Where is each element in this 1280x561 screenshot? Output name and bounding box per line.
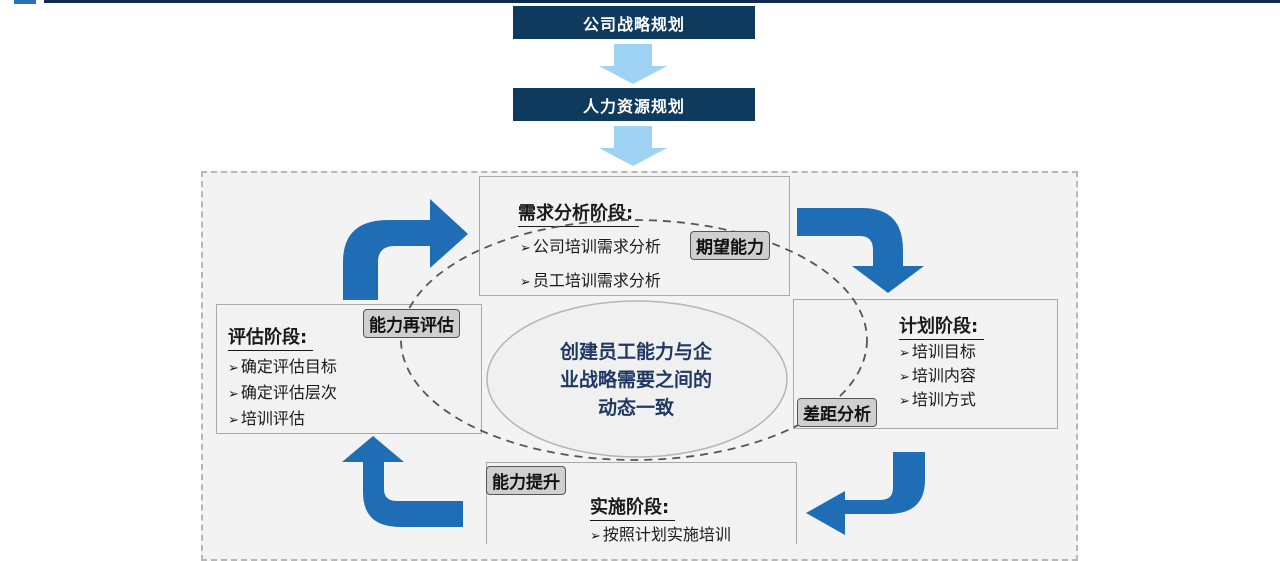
plan-stage-title: 计划阶段: xyxy=(899,312,985,340)
bullet-arrow-icon: ➢ xyxy=(228,413,239,428)
bullet-arrow-icon: ➢ xyxy=(228,361,239,376)
strategy-box: 公司战略规划 xyxy=(513,6,755,39)
evaluate-stage-item: ➢确定评估目标 xyxy=(228,357,337,376)
implement-stage-item: ➢按照计划实施培训 xyxy=(590,525,731,544)
center-statement: 创建员工能力与企 业战略需要之间的 动态一致 xyxy=(520,338,752,422)
plan-stage-item: ➢培训目标 xyxy=(899,342,976,361)
plan-stage-item: ➢培训内容 xyxy=(899,366,976,385)
gap-analysis-tag: 差距分析 xyxy=(797,398,877,427)
needs-stage-item: ➢公司培训需求分析 xyxy=(520,237,661,256)
cycle-arrow-needs-to-plan xyxy=(797,208,924,293)
needs-stage-item: ➢员工培训需求分析 xyxy=(520,271,661,290)
reevaluate-tag: 能力再评估 xyxy=(363,309,460,338)
center-line-3: 动态一致 xyxy=(597,397,674,419)
bullet-arrow-icon: ➢ xyxy=(899,346,910,361)
center-line-2: 业战略需要之间的 xyxy=(559,369,712,391)
strategy-label: 公司战略规划 xyxy=(582,14,685,34)
evaluate-stage-title: 评估阶段: xyxy=(228,323,314,351)
flow-arrow-2 xyxy=(599,126,667,166)
corner-accent xyxy=(14,0,36,4)
bullet-arrow-icon: ➢ xyxy=(899,394,910,409)
cycle-arrow-plan-to-implement xyxy=(806,452,925,535)
evaluate-stage-item: ➢确定评估层次 xyxy=(228,383,337,402)
cycle-arrow-implement-to-evaluate xyxy=(342,436,463,527)
needs-stage-title: 需求分析阶段: xyxy=(518,199,640,227)
bullet-arrow-icon: ➢ xyxy=(590,529,601,544)
hr-planning-box: 人力资源规划 xyxy=(513,88,755,121)
evaluate-stage-item: ➢培训评估 xyxy=(228,409,305,428)
implement-stage-box: 实施阶段: ➢按照计划实施培训 xyxy=(486,462,797,544)
bullet-arrow-icon: ➢ xyxy=(228,387,239,402)
dashed-cycle-ellipse xyxy=(400,219,868,461)
center-ellipse xyxy=(486,300,788,458)
cycle-arrow-evaluate-to-needs xyxy=(343,199,468,300)
expected-ability-tag: 期望能力 xyxy=(690,231,770,260)
top-rule xyxy=(44,0,1280,3)
implement-stage-title: 实施阶段: xyxy=(590,493,676,521)
flow-arrow-1 xyxy=(599,44,667,84)
bullet-arrow-icon: ➢ xyxy=(520,275,531,290)
plan-stage-item: ➢培训方式 xyxy=(899,390,976,409)
bullet-arrow-icon: ➢ xyxy=(520,241,531,256)
bullet-arrow-icon: ➢ xyxy=(899,370,910,385)
hr-planning-label: 人力资源规划 xyxy=(582,96,685,116)
cycle-graphics xyxy=(342,199,925,535)
center-line-1: 创建员工能力与企 xyxy=(559,341,712,363)
ability-improve-tag: 能力提升 xyxy=(486,466,566,495)
